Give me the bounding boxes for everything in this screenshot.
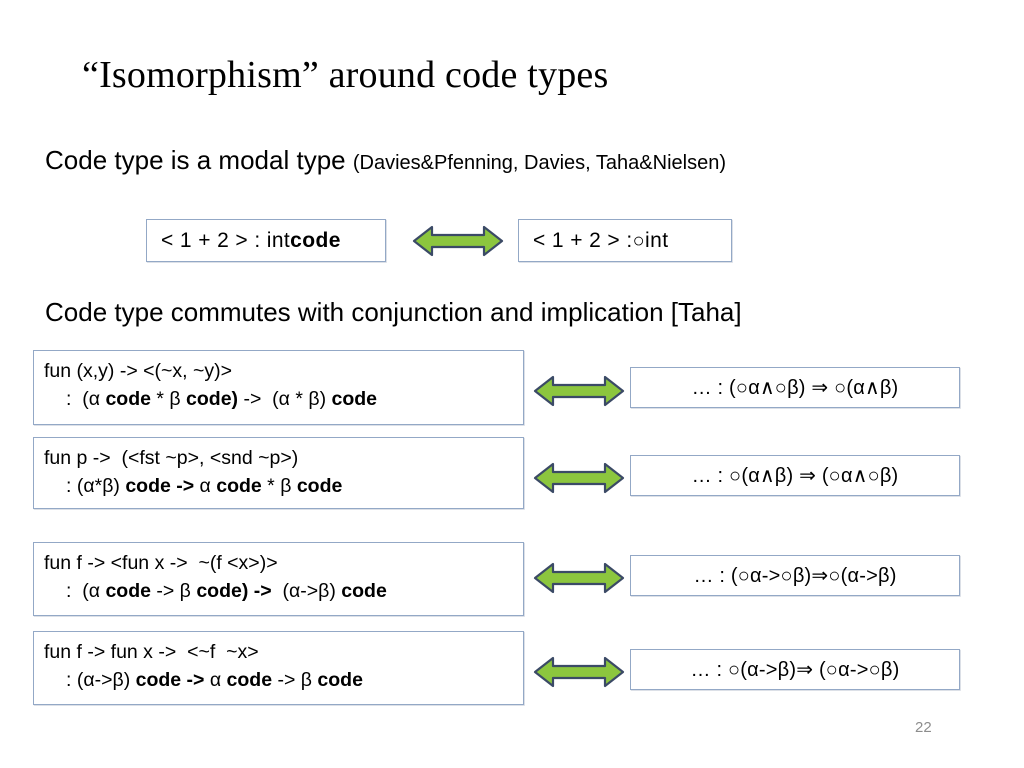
code-keyword: code xyxy=(226,668,273,691)
code-keyword: code) xyxy=(196,579,249,602)
type-fragment: -> β xyxy=(272,668,318,691)
type-box-circle-int-suffix: int xyxy=(645,228,669,252)
equivalence-arrow-icon xyxy=(533,656,625,688)
section-heading-modal-type: Code type is a modal type (Davies&Pfenni… xyxy=(45,145,726,176)
code-keyword: code) xyxy=(186,387,239,410)
page-title: “Isomorphism” around code types xyxy=(82,54,609,96)
code-box: fun f -> fun x -> <~f ~x> : (α->β) code … xyxy=(33,631,524,705)
code-box: fun (x,y) -> <(~x, ~y)> : (α code * β co… xyxy=(33,350,524,425)
formula-box: … : ○(α∧β) ⇒ (○α∧○β) xyxy=(630,455,960,496)
type-fragment: α xyxy=(194,474,217,497)
type-fragment: * β xyxy=(150,387,187,410)
equivalence-arrow-icon xyxy=(533,375,625,407)
code-line-type: : (α code * β code) -> (α * β) code xyxy=(44,386,523,414)
formula-box: … : (○α∧○β) ⇒ ○(α∧β) xyxy=(630,367,960,408)
formula-text: … : ○(α->β)⇒ (○α->○β) xyxy=(690,659,900,681)
formula-box: … : (○α->○β)⇒○(α->β) xyxy=(630,555,960,596)
equivalence-arrow-icon xyxy=(412,225,504,257)
formula-box: … : ○(α->β)⇒ (○α->○β) xyxy=(630,649,960,690)
code-line-type: : (α->β) code -> α code -> β code xyxy=(44,667,523,695)
section-heading-modal-text: Code type is a modal type xyxy=(45,145,353,175)
code-keyword: code -> xyxy=(135,668,205,691)
type-box-circle-int: < 1 + 2 > : ○ int xyxy=(518,219,732,262)
code-keyword: code xyxy=(331,387,378,410)
type-box-int-code-keyword: code xyxy=(290,228,341,252)
code-line-type: : (α*β) code -> α code * β code xyxy=(44,473,523,501)
type-fragment: : (α->β) xyxy=(66,668,136,691)
type-fragment: -> β xyxy=(150,579,197,602)
modal-ring-icon: ○ xyxy=(632,229,646,252)
type-fragment: -> (α * β) xyxy=(238,387,332,410)
code-keyword: -> xyxy=(253,579,272,602)
type-box-int-code: < 1 + 2 > : int code xyxy=(146,219,386,262)
type-box-int-code-prefix: < 1 + 2 > : int xyxy=(161,228,291,252)
code-box: fun p -> (<fst ~p>, <snd ~p>) : (α*β) co… xyxy=(33,437,524,509)
section-heading-commutes-text: Code type commutes with conjunction and … xyxy=(45,297,742,327)
formula-text: … : ○(α∧β) ⇒ (○α∧○β) xyxy=(691,465,899,487)
code-keyword: code -> xyxy=(125,474,195,497)
type-fragment: : (α xyxy=(66,579,106,602)
equivalence-arrow-icon xyxy=(533,562,625,594)
type-box-circle-int-prefix: < 1 + 2 > : xyxy=(533,228,633,252)
code-line-type: : (α code -> β code) -> (α->β) code xyxy=(44,578,523,606)
type-fragment: * β xyxy=(261,474,297,497)
code-keyword: code xyxy=(317,668,363,691)
page-number: 22 xyxy=(915,719,932,736)
type-fragment: (α->β) xyxy=(271,579,342,602)
section-heading-commutes: Code type commutes with conjunction and … xyxy=(45,297,742,328)
equivalence-arrow-icon xyxy=(533,462,625,494)
code-line-term: fun f -> <fun x -> ~(f <x>)> xyxy=(44,552,278,574)
code-keyword: code xyxy=(105,579,151,602)
type-fragment: α xyxy=(204,668,227,691)
section-heading-modal-citation: (Davies&Pfenning, Davies, Taha&Nielsen) xyxy=(352,152,726,174)
type-fragment: : (α*β) xyxy=(66,474,126,497)
code-keyword: code xyxy=(105,387,151,410)
code-box: fun f -> <fun x -> ~(f <x>)> : (α code -… xyxy=(33,542,524,616)
code-line-term: fun (x,y) -> <(~x, ~y)> xyxy=(44,360,233,382)
code-line-term: fun p -> (<fst ~p>, <snd ~p>) xyxy=(44,447,299,469)
code-keyword: code xyxy=(296,474,343,497)
formula-text: … : (○α->○β)⇒○(α->β) xyxy=(693,565,897,587)
code-line-term: fun f -> fun x -> <~f ~x> xyxy=(44,641,259,663)
code-keyword: code xyxy=(341,579,387,602)
formula-text: … : (○α∧○β) ⇒ ○(α∧β) xyxy=(691,377,899,399)
type-fragment: : (α xyxy=(66,387,106,410)
code-keyword: code xyxy=(216,474,262,497)
